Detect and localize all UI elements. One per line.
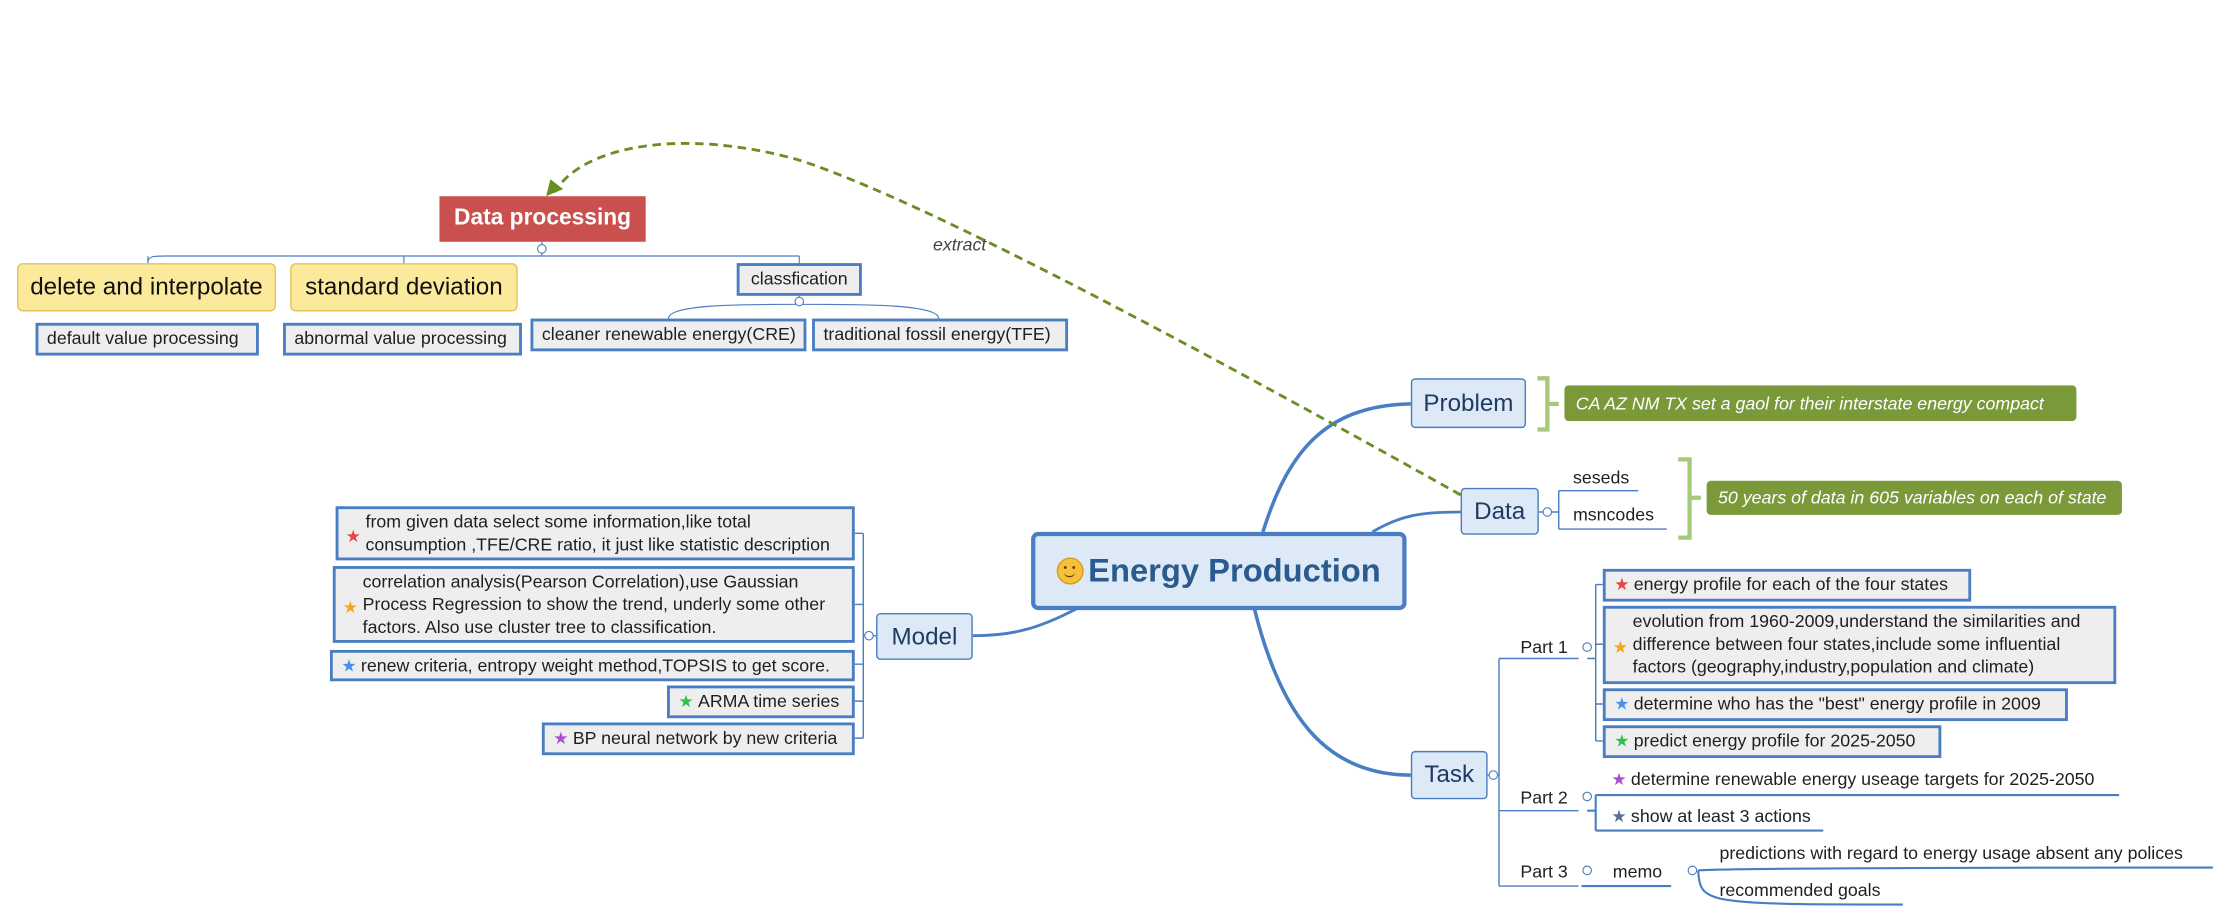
model-item-4[interactable]: ★ARMA time series: [667, 685, 855, 719]
part2-label[interactable]: Part 2: [1520, 787, 1568, 808]
data-processing-tree-lines: [147, 241, 800, 265]
data-summary[interactable]: 50 years of data in 605 variables on eac…: [1706, 480, 2122, 515]
memo-item-1[interactable]: predictions with regard to energy usage …: [1719, 843, 2183, 864]
part3-label[interactable]: Part 3: [1520, 861, 1568, 882]
task-label: Task: [1424, 760, 1475, 788]
part1-children-lines: [1587, 583, 1603, 742]
standard-deviation-topic[interactable]: standard deviation: [290, 263, 518, 312]
standard-deviation-label: standard deviation: [305, 273, 503, 301]
model-item-1[interactable]: ★ from given data select some informatio…: [335, 506, 855, 561]
model-item-5[interactable]: ★BP neural network by new criteria: [541, 722, 855, 756]
problem-summary-bracket: [1537, 376, 1559, 432]
relationship-arrowhead: [546, 179, 564, 197]
model-item-3[interactable]: ★renew criteria, entropy weight method,T…: [329, 649, 855, 682]
part1-item-2-text: evolution from 1960-2009,understand the …: [1632, 611, 2081, 677]
branch-problem: [1261, 402, 1411, 533]
central-topic[interactable]: Energy Production: [1031, 531, 1407, 611]
delete-interpolate-label: delete and interpolate: [30, 273, 263, 301]
blue-star-icon: ★: [1614, 694, 1630, 714]
part3-children-lines: [1581, 866, 2213, 906]
orange-star-icon: ★: [342, 597, 359, 618]
model-item-2-text: correlation analysis(Pearson Correlation…: [362, 571, 826, 638]
data-item-msncodes[interactable]: msncodes: [1572, 504, 1654, 525]
data-processing-label: Data processing: [454, 206, 632, 231]
slate-star-icon: ★: [1611, 806, 1627, 827]
tfe-item[interactable]: traditional fossil energy(TFE): [812, 318, 1069, 352]
problem-topic[interactable]: Problem: [1410, 378, 1527, 429]
model-item-5-text: BP neural network by new criteria: [572, 728, 838, 749]
green-star-icon: ★: [678, 691, 694, 712]
purple-star-icon: ★: [1611, 769, 1627, 790]
collapse-dot-memo: [1687, 865, 1698, 876]
part1-item-4-text: predict energy profile for 2025-2050: [1633, 731, 1916, 751]
branch-model: [972, 607, 1078, 638]
smiley-icon: [1056, 557, 1084, 585]
part1-item-4[interactable]: ★predict energy profile for 2025-2050: [1602, 725, 1942, 759]
part2-item-1-text: determine renewable energy useage target…: [1630, 769, 2095, 790]
part2-item-2[interactable]: ★show at least 3 actions: [1611, 805, 1810, 828]
model-item-2[interactable]: ★ correlation analysis(Pearson Correlati…: [332, 566, 855, 643]
part1-label[interactable]: Part 1: [1520, 637, 1568, 658]
memo-label[interactable]: memo: [1612, 861, 1663, 882]
relationship-label[interactable]: extract: [932, 234, 987, 255]
model-item-3-text: renew criteria, entropy weight method,TO…: [360, 655, 830, 676]
data-item-seseds[interactable]: seseds: [1572, 467, 1630, 488]
part2-item-2-text: show at least 3 actions: [1630, 806, 1811, 827]
data-summary-bracket: [1678, 457, 1701, 540]
part1-item-1-text: energy profile for each of the four stat…: [1633, 574, 1949, 595]
collapse-dot-task: [1488, 770, 1499, 780]
data-summary-text: 50 years of data in 605 variables on eac…: [1718, 487, 2107, 508]
collapse-dot-part1: [1582, 642, 1593, 652]
task-topic[interactable]: Task: [1410, 750, 1488, 800]
green-star-icon: ★: [1614, 731, 1630, 751]
problem-label: Problem: [1423, 388, 1514, 416]
model-item-1-text: from given data select some information,…: [365, 511, 830, 555]
collapse-dot-data: [1542, 507, 1553, 517]
delete-interpolate-topic[interactable]: delete and interpolate: [17, 263, 276, 312]
branch-data: [1371, 510, 1461, 534]
data-topic[interactable]: Data: [1460, 487, 1539, 535]
collapse-dot-classification: [794, 296, 805, 307]
part2-item-1[interactable]: ★determine renewable energy useage targe…: [1611, 768, 2094, 791]
collapse-dot-part3: [1582, 865, 1593, 876]
problem-summary[interactable]: CA AZ NM TX set a gaol for their interst…: [1564, 385, 2077, 421]
collapse-dot-model: [864, 630, 874, 641]
part1-item-3[interactable]: ★determine who has the "best" energy pro…: [1602, 688, 2068, 722]
collapse-dot-part2: [1582, 791, 1593, 802]
data-label: Data: [1474, 497, 1526, 525]
model-item-4-text: ARMA time series: [697, 691, 840, 712]
red-star-icon: ★: [1614, 574, 1630, 595]
default-value-note[interactable]: default value processing: [35, 322, 259, 356]
central-topic-label: Energy Production: [1088, 551, 1381, 589]
classification-topic[interactable]: classfication: [736, 263, 862, 296]
cre-item[interactable]: cleaner renewable energy(CRE): [530, 318, 807, 352]
abnormal-value-note[interactable]: abnormal value processing: [283, 322, 522, 356]
classification-children-lines: [667, 294, 940, 319]
collapse-dot-data-processing: [537, 244, 547, 254]
red-star-icon: ★: [345, 526, 361, 547]
data-processing-topic[interactable]: Data processing: [439, 196, 646, 242]
task-tree-lines: [1487, 657, 1579, 887]
part1-item-3-text: determine who has the "best" energy prof…: [1633, 694, 2041, 714]
blue-star-icon: ★: [341, 655, 357, 676]
orange-star-icon: ★: [1612, 637, 1629, 658]
branch-task: [1252, 608, 1411, 777]
memo-item-2[interactable]: recommended goals: [1719, 880, 1881, 901]
model-topic[interactable]: Model: [876, 612, 973, 660]
part1-item-2[interactable]: ★ evolution from 1960-2009,understand th…: [1602, 605, 2117, 685]
model-label: Model: [891, 622, 958, 650]
part2-children-lines: [1587, 793, 2120, 832]
problem-summary-text: CA AZ NM TX set a gaol for their interst…: [1575, 393, 2044, 414]
part1-item-1[interactable]: ★energy profile for each of the four sta…: [1602, 568, 1972, 602]
purple-star-icon: ★: [553, 728, 569, 749]
